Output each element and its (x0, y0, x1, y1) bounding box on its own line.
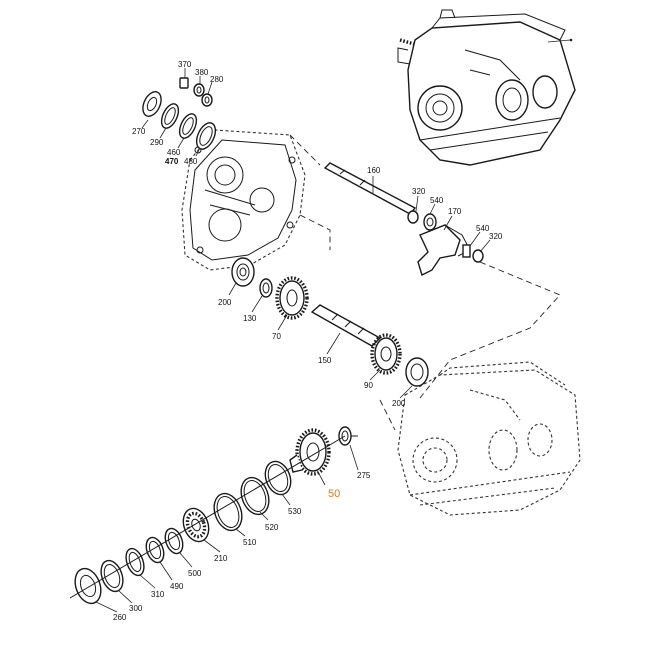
label-200-left: 200 (218, 298, 232, 307)
label-70: 70 (272, 332, 281, 341)
label-310: 310 (151, 590, 165, 599)
label-540-upper: 540 (430, 196, 444, 205)
output-gear-stack (69, 426, 359, 613)
assembly-dash-lines (289, 134, 561, 431)
cover-plate-left (181, 129, 306, 271)
label-320-upper: 320 (412, 187, 426, 196)
label-530: 530 (288, 507, 302, 516)
label-90: 90 (364, 381, 373, 390)
label-260: 260 (113, 613, 127, 622)
label-160: 160 (367, 166, 381, 175)
label-210: 210 (214, 554, 228, 563)
label-270: 270 (132, 127, 146, 136)
seal-stack-top (141, 68, 217, 157)
intermediate-shaft-assembly (228, 257, 429, 399)
label-275: 275 (357, 471, 371, 480)
label-320-lower: 320 (489, 232, 503, 241)
label-380: 380 (195, 68, 209, 77)
label-280: 280 (210, 75, 224, 84)
label-480: 480 (184, 157, 198, 166)
housing-top-right (397, 9, 576, 166)
housing-bottom-right (397, 361, 581, 516)
label-170: 170 (448, 207, 462, 216)
label-130: 130 (243, 314, 257, 323)
label-300: 300 (129, 604, 143, 613)
label-460: 460 (167, 148, 181, 157)
label-500: 500 (188, 569, 202, 578)
label-540-lower: 540 (476, 224, 490, 233)
label-50-highlighted: 50 (328, 488, 340, 500)
label-510: 510 (243, 538, 257, 547)
label-470: 470 (165, 157, 179, 166)
part-labels: 370 380 280 270 290 460 470 480 160 320 … (113, 60, 503, 622)
label-490: 490 (170, 582, 184, 591)
label-150: 150 (318, 356, 332, 365)
shift-shaft-assembly (323, 162, 491, 276)
label-290: 290 (150, 138, 164, 147)
label-370: 370 (178, 60, 192, 69)
label-520: 520 (265, 523, 279, 532)
label-200-right: 200 (392, 399, 406, 408)
